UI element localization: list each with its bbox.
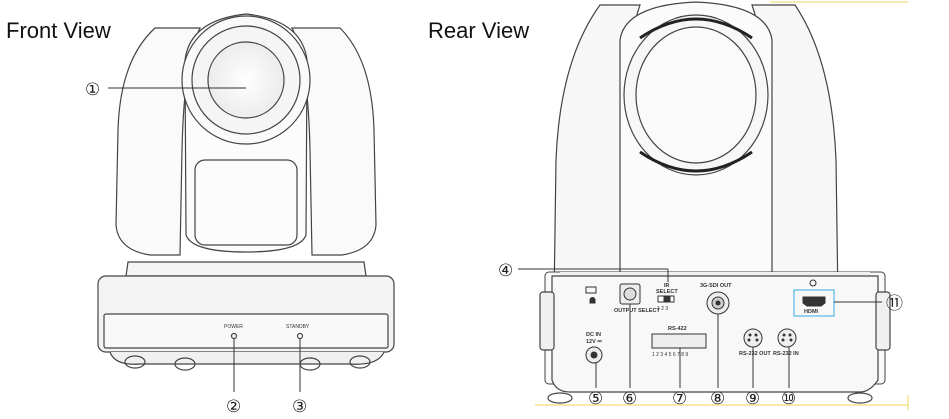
hdmi-port <box>802 296 826 307</box>
rs422-terminal <box>651 333 707 349</box>
rear-camera <box>539 1 891 404</box>
callout-8: ⑧ <box>710 389 725 409</box>
callout-5: ⑤ <box>588 389 603 409</box>
callout-6: ⑥ <box>622 389 637 409</box>
edge-guides <box>535 1 909 410</box>
tally-icon <box>809 279 817 287</box>
ir-label: IR <box>664 283 670 289</box>
front-camera <box>97 13 395 371</box>
front-view-title: Front View <box>6 18 111 43</box>
power-label: POWER <box>224 324 243 330</box>
hdmi-highlight-box <box>793 289 835 317</box>
rs422-pins-label: 1 2 3 4 5 6 7 8 9 <box>652 352 688 358</box>
rs422-label: RS-422 <box>668 326 687 332</box>
callout-10: ⑩ <box>781 389 796 409</box>
rs232-in-port <box>777 328 797 348</box>
rear-callouts <box>518 268 882 388</box>
callout-9: ⑨ <box>745 389 760 409</box>
dc-voltage-label: 12V ⎓ <box>586 339 602 345</box>
rear-view-title: Rear View <box>428 18 530 43</box>
dc-in-label: DC IN <box>586 332 601 338</box>
rear-panel-components <box>585 279 826 364</box>
sdi-label: 3G-SDI OUT <box>700 283 732 289</box>
hdmi-label: HDMI <box>804 309 819 315</box>
standby-label: STANDBY <box>286 324 310 330</box>
front-callouts <box>108 87 301 392</box>
standby-led-icon <box>296 332 304 340</box>
lock-icon <box>589 297 596 304</box>
rs232-out-port <box>743 328 763 348</box>
select-positions-label: 1 2 3 <box>657 306 668 312</box>
callout-7: ⑦ <box>672 389 687 409</box>
callout-4: ④ <box>498 261 513 281</box>
callout-11: ⑪ <box>886 294 903 314</box>
rs232-out-label: RS-232 OUT <box>739 351 771 357</box>
callout-1: ① <box>85 80 100 100</box>
rs232-in-label: RS-232 IN <box>773 351 799 357</box>
kensington-slot-icon <box>585 286 597 294</box>
output-select-label: OUTPUT SELECT <box>614 308 660 314</box>
power-led-icon <box>230 332 238 340</box>
callout-2: ② <box>226 397 241 417</box>
callout-3: ③ <box>292 397 307 417</box>
select-label: SELECT <box>656 289 678 295</box>
